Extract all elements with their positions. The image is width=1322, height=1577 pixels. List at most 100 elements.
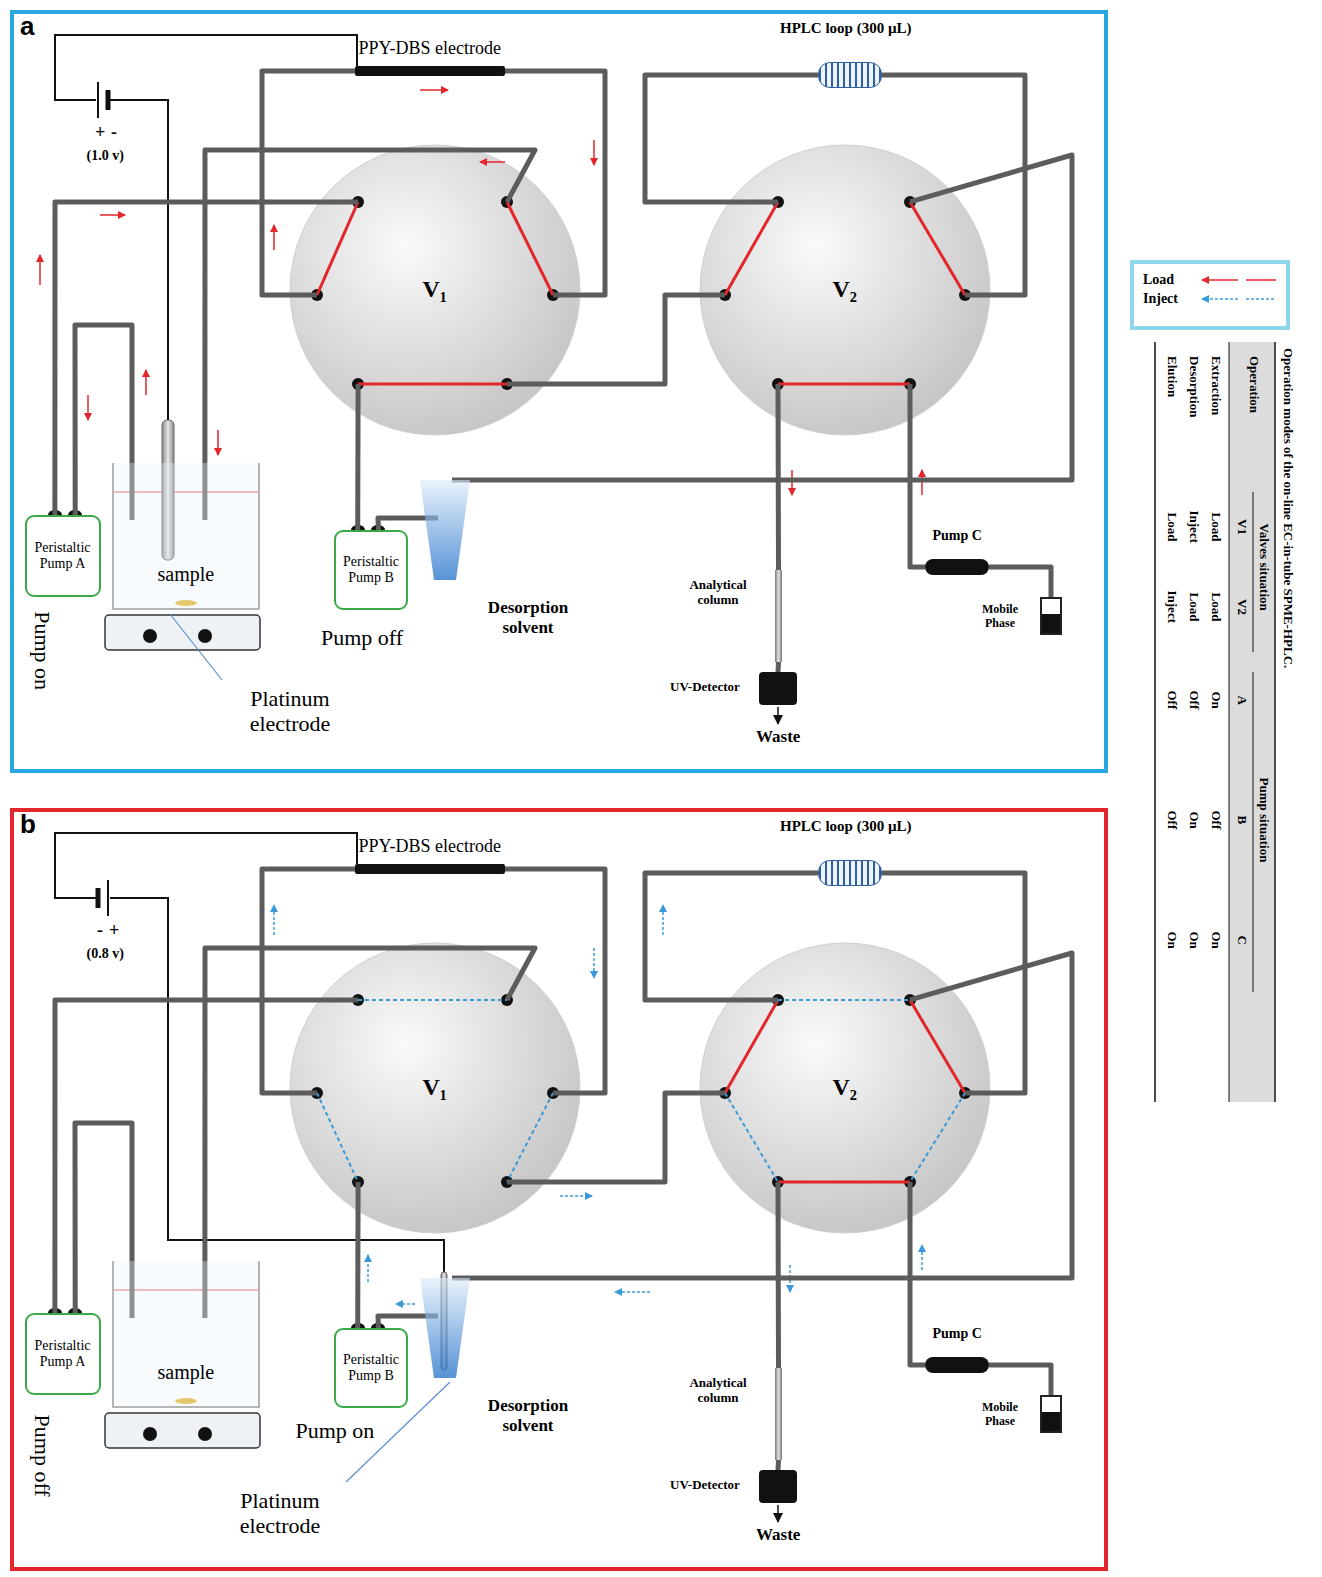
stirrer-plate — [198, 629, 212, 643]
table-header: C — [1234, 936, 1249, 945]
valve-channel — [507, 202, 553, 295]
node-label: V₂ — [833, 1074, 858, 1102]
waste-label: Waste — [756, 1525, 800, 1545]
sample-beaker: sample — [112, 463, 260, 610]
table-header: B — [1234, 816, 1249, 825]
solvent-tube-shape — [420, 1278, 470, 1378]
operation-table: Operation modes of the on-line EC-in-tub… — [1135, 342, 1295, 1102]
node-label: PPY-DBS electrode — [359, 38, 502, 59]
pump-box: Peristaltic Pump B — [334, 1328, 408, 1408]
valve-channel — [725, 1000, 965, 1182]
uv-detector-shape — [759, 672, 797, 705]
flow-arrow — [145, 370, 147, 395]
node-label: sample — [158, 1361, 215, 1384]
flow-arrow — [367, 1255, 369, 1282]
stirrer-plate — [143, 629, 157, 643]
table-cell: On — [1208, 932, 1223, 949]
table-cell: On — [1208, 692, 1223, 709]
tubing — [645, 75, 818, 202]
tubing — [355, 384, 360, 530]
electrode-bar: PPY-DBS electrode — [355, 836, 505, 874]
node-label: Peristaltic Pump A — [29, 1338, 97, 1370]
table-cell: Load — [1164, 513, 1179, 542]
battery — [106, 90, 111, 110]
table-header: A — [1234, 696, 1249, 705]
battery — [97, 82, 99, 118]
node-label: V₁ — [423, 1074, 448, 1102]
legend-frame — [1246, 279, 1276, 281]
valve-channel — [778, 999, 910, 1001]
solvent-tube: Desorption solvent — [420, 480, 586, 637]
node-label: Peristaltic Pump B — [338, 554, 404, 586]
sample-beaker: sample — [112, 1261, 260, 1408]
table-cell: Load — [1208, 593, 1223, 622]
tubing — [776, 662, 782, 672]
pump-box-shape — [25, 515, 101, 597]
pump-box-shape — [334, 1328, 408, 1408]
electrode-label: Platinum electrode — [218, 1488, 343, 1539]
node-label: Pump C — [933, 528, 982, 544]
table-rules — [1253, 672, 1254, 992]
analytical-column: Analytical column — [678, 1368, 782, 1460]
valve-channel — [317, 202, 358, 295]
tubing — [452, 953, 1072, 1278]
legend-text: Inject — [1143, 291, 1178, 307]
node-label: Peristaltic Pump B — [338, 1352, 404, 1384]
panel-b-parts — [55, 833, 965, 1482]
valve-channel — [317, 1000, 965, 1182]
panel-a-parts — [40, 35, 965, 680]
valve: V₁ — [317, 172, 553, 408]
flow-arrow — [273, 905, 275, 935]
flow-arrow — [593, 948, 595, 978]
table-cell: Off — [1164, 811, 1179, 830]
legend-frame — [1132, 262, 1288, 328]
valve-channel — [317, 1093, 358, 1182]
solvent-bottle-shape — [1040, 597, 1062, 635]
table-cell: Load — [1186, 593, 1201, 622]
electrode-bar-shape — [355, 864, 505, 874]
polarity-sign: - — [97, 920, 103, 941]
valve: V₁ — [317, 970, 553, 1206]
panel-frame: bPPY-DBS electrode HPLC loop (300 µL) V₁ V₂… — [10, 808, 1108, 1571]
valve-channel — [910, 202, 965, 295]
valve-channel — [358, 999, 507, 1001]
waste-label: Waste — [756, 727, 800, 747]
uv-detector-shape — [759, 1470, 797, 1503]
tubing — [882, 873, 1025, 1093]
tubing — [507, 1093, 725, 1182]
shared-apparatus — [48, 145, 990, 724]
node-label: b — [20, 810, 36, 840]
table-header: Pump situation — [1256, 778, 1271, 863]
flow-arrow — [662, 905, 664, 935]
node-label: sample — [158, 563, 215, 586]
table-rules — [1154, 342, 1156, 1102]
flow-arrow — [39, 255, 41, 285]
table-cell: Off — [1208, 811, 1223, 830]
legend-frame — [1202, 298, 1238, 300]
shared-apparatus — [48, 943, 990, 1522]
table-cell: On — [1186, 812, 1201, 829]
polarity-sign: + — [95, 122, 105, 143]
node-label: Analytical column — [678, 1376, 758, 1406]
node-label: UV-Detector — [670, 1478, 740, 1493]
node-label: UV-Detector — [670, 680, 740, 695]
flow-arrow — [560, 1195, 592, 1197]
solvent-tube-shape — [420, 480, 470, 580]
valve-channel — [910, 1093, 965, 1182]
node-label: V₂ — [833, 276, 858, 304]
node-label: HPLC loop (300 µL) — [780, 818, 912, 835]
hplc-loop-shape — [818, 860, 882, 886]
table-cell: Inject — [1186, 511, 1201, 544]
sample-beaker-shape — [112, 463, 260, 610]
pump-box-shape — [25, 1313, 101, 1395]
table-cell: On — [1186, 932, 1201, 949]
voltage-label: (1.0 v) — [87, 148, 124, 164]
electrode-bar: PPY-DBS electrode — [355, 38, 505, 76]
tubing — [776, 1182, 782, 1368]
tubing — [989, 567, 1051, 597]
pump-state: Pump off — [29, 1414, 54, 1496]
flow-arrow — [100, 214, 125, 216]
valve-channel — [317, 202, 965, 384]
node-label: Pump C — [933, 1326, 982, 1342]
